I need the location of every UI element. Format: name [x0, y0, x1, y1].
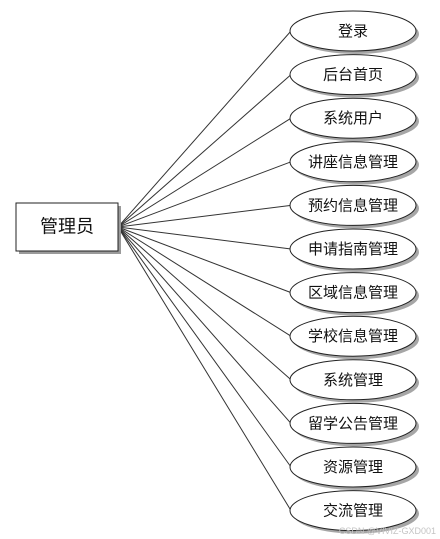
node-label: 后台首页: [323, 66, 383, 84]
connector-school-info-mgmt: [117, 226, 292, 337]
connector-application-guide-mgmt: [117, 226, 292, 250]
node-ellipse: [289, 272, 417, 314]
node-ellipse: [289, 490, 417, 532]
node-admin-home: 后台首页: [289, 54, 419, 98]
node-school-info-mgmt: 学校信息管理: [289, 315, 419, 360]
node-ellipse: [289, 359, 417, 401]
node-label: 登录: [338, 22, 368, 40]
connector-study-abroad-notice-mgmt: [117, 226, 292, 424]
connector-lines: [117, 30, 292, 511]
node-ellipse: [289, 141, 417, 183]
node-lecture-info-mgmt: 讲座信息管理: [289, 141, 419, 185]
node-label: 讲座信息管理: [308, 153, 398, 171]
node-study-abroad-notice-mgmt: 留学公告管理: [289, 402, 419, 447]
node-exchange-mgmt: 交流管理: [289, 490, 419, 534]
connector-system-users: [117, 117, 292, 228]
node-label: 学校信息管理: [308, 327, 398, 345]
node-booking-info-mgmt: 预约信息管理: [289, 184, 419, 229]
node-ellipse: [289, 446, 417, 488]
node-ellipse: [289, 97, 417, 139]
connector-system-mgmt: [117, 226, 292, 381]
node-region-info-mgmt: 区域信息管理: [289, 272, 419, 316]
watermark: CSDN @VIVIZ-GXD001: [338, 526, 436, 536]
node-label: 系统用户: [323, 109, 383, 127]
node-label: 交流管理: [323, 502, 383, 520]
node-system-mgmt: 系统管理: [289, 359, 419, 403]
node-system-users: 系统用户: [289, 97, 419, 142]
node-application-guide-mgmt: 申请指南管理: [289, 228, 419, 272]
node-login: 登录: [289, 10, 419, 54]
node-label: 留学公告管理: [308, 414, 398, 432]
connector-lecture-info-mgmt: [117, 161, 292, 228]
connector-admin-home: [117, 74, 292, 228]
function-nodes: 登录后台首页系统用户讲座信息管理预约信息管理申请指南管理区域信息管理学校信息管理…: [289, 10, 419, 534]
node-resource-mgmt: 资源管理: [289, 446, 419, 490]
connector-booking-info-mgmt: [117, 204, 292, 228]
connector-resource-mgmt: [117, 226, 292, 468]
node-label: 申请指南管理: [308, 240, 398, 258]
node-label: 区域信息管理: [308, 284, 398, 302]
connector-region-info-mgmt: [117, 226, 292, 294]
node-ellipse: [289, 54, 417, 96]
node-ellipse: [289, 402, 417, 444]
connector-login: [117, 30, 292, 228]
root-node-box: [15, 202, 119, 252]
node-ellipse: [289, 228, 417, 270]
connector-exchange-mgmt: [117, 226, 292, 511]
node-ellipse: [289, 315, 417, 357]
node-label: 资源管理: [323, 458, 383, 476]
node-ellipse: [289, 184, 417, 226]
root-node-label: 管理员: [40, 217, 94, 238]
node-label: 预约信息管理: [308, 196, 398, 214]
node-label: 系统管理: [323, 371, 383, 389]
root-node: 管理员: [15, 202, 121, 254]
node-ellipse: [289, 10, 417, 52]
